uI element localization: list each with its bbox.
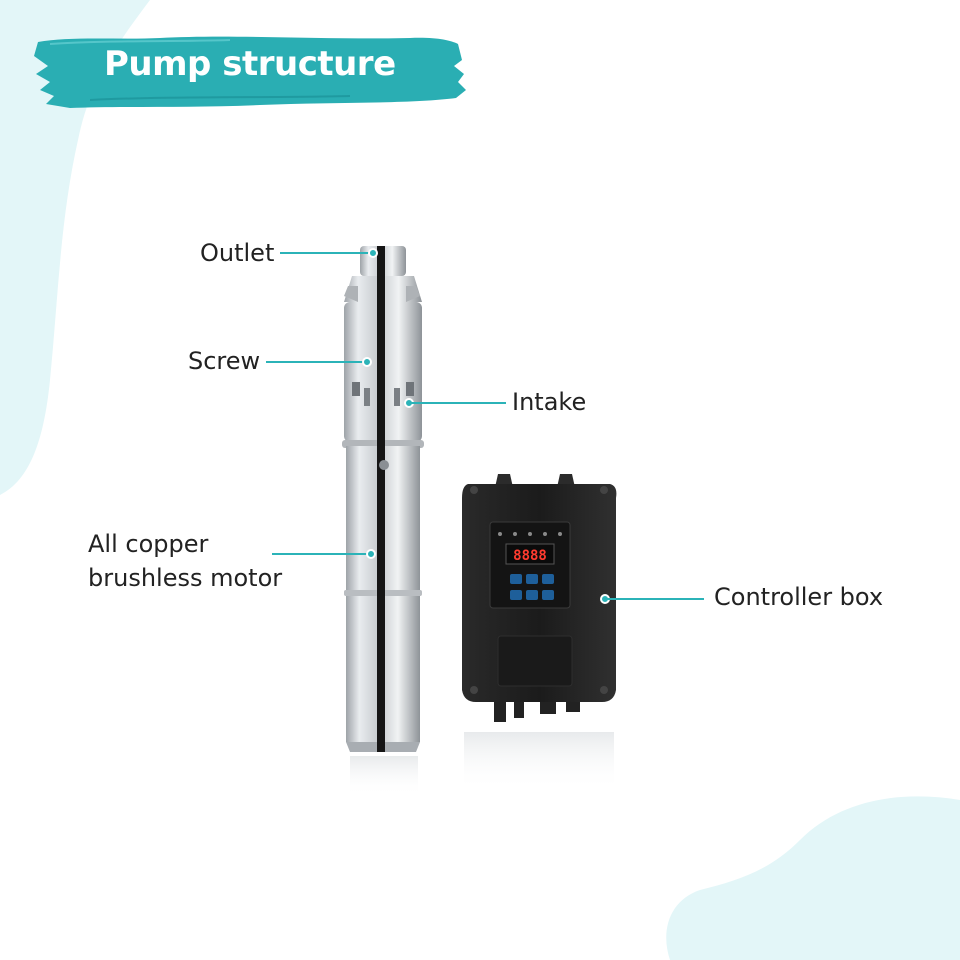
label-motor: All copper brushless motor — [88, 527, 282, 595]
label-controller-box: Controller box — [714, 583, 884, 611]
label-outlet: Outlet — [200, 239, 275, 267]
title-banner — [34, 36, 466, 108]
page-title: Pump structure — [104, 44, 396, 84]
callout-line-motor — [272, 553, 370, 555]
submersible-pump — [342, 246, 424, 796]
top-left-blob — [0, 0, 150, 495]
bottom-right-blob — [666, 796, 960, 960]
callout-dot-screw — [362, 357, 372, 367]
pump-cable — [377, 246, 385, 752]
callout-line-outlet — [280, 252, 374, 254]
label-intake: Intake — [512, 388, 587, 416]
label-screw: Screw — [188, 347, 261, 375]
callout-line-intake — [410, 402, 506, 404]
label-motor-line1: All copper — [88, 530, 209, 558]
label-motor-line2: brushless motor — [88, 564, 283, 592]
controller-box-illustration — [462, 474, 617, 790]
callout-line-controller — [606, 598, 704, 600]
callout-dot-outlet — [368, 248, 378, 258]
callout-dot-motor — [366, 549, 376, 559]
controller-display-digits: 8888 — [513, 548, 547, 564]
callout-line-screw — [266, 361, 366, 363]
